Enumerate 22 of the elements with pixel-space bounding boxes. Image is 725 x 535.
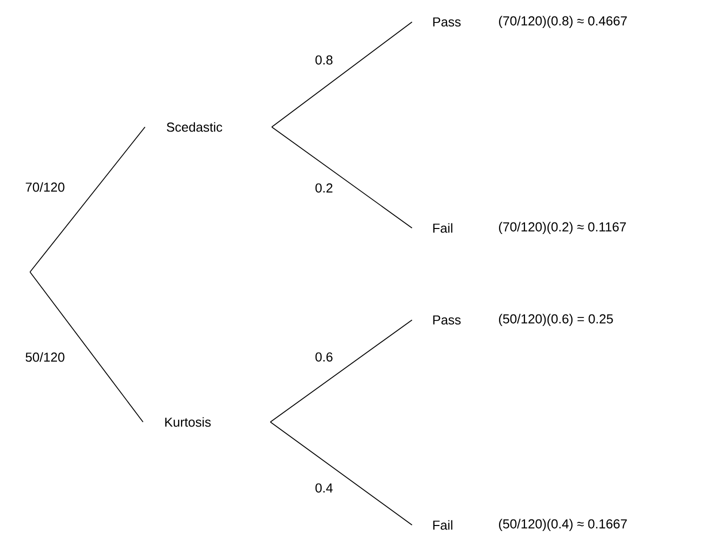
outcome-label: Kurtosis [165, 417, 211, 427]
edge-label: 50/120 [26, 352, 64, 362]
branch-line [30, 272, 144, 422]
outcome-label: Fail [433, 223, 452, 233]
edge-label: 0.6 [315, 352, 332, 362]
edge-label: 70/120 [26, 182, 64, 192]
outcome-label: Fail [433, 520, 452, 530]
branch-line [270, 422, 412, 526]
probability-text: (70/120)(0.2) ≈ 0.1167 [499, 222, 626, 234]
branch-line [30, 126, 146, 272]
outcome-label: Pass [433, 17, 461, 27]
edge-label: 0.4 [315, 483, 333, 493]
probability-text: (70/120)(0.8) ≈ 0.4667 [499, 16, 627, 28]
outcome-label: Pass [433, 315, 461, 325]
edge-label: 0.8 [315, 55, 332, 65]
branch-line [271, 22, 412, 128]
edge-label: 0.2 [315, 183, 332, 193]
probability-text: (50/120)(0.6) = 0.25 [499, 314, 613, 326]
branch-line [271, 126, 412, 228]
probability-text: (50/120)(0.4) ≈ 0.1667 [499, 518, 627, 532]
outcome-label: Scedastic [166, 122, 222, 132]
branch-line [270, 320, 412, 422]
